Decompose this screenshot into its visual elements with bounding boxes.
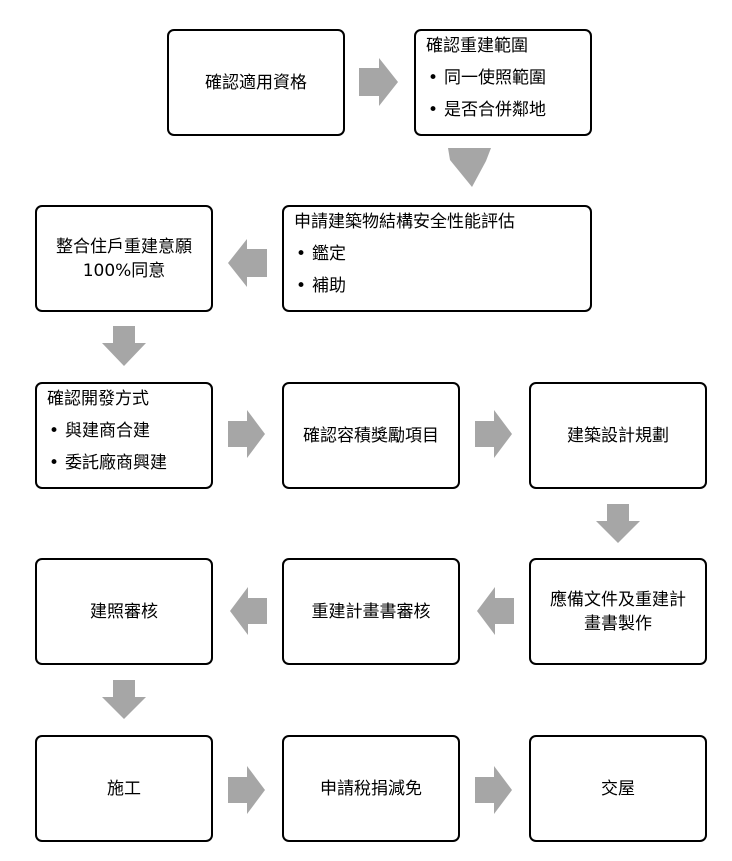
step-plan-review: 重建計畫書審核 <box>282 558 460 665</box>
arrow-down-left-2 <box>448 148 491 187</box>
step-title: 申請建築物結構安全性能評估 <box>294 212 515 232</box>
step-development-method: 確認開發方式 與建商合建 委託廠商興建 <box>35 382 213 489</box>
step-label: 整合住戶重建意願100%同意 <box>56 236 192 281</box>
bullet-item: 委託廠商興建 <box>47 451 201 475</box>
step-label: 施工 <box>107 778 141 799</box>
step-documents-preparation: 應備文件及重建計畫書製作 <box>529 558 707 665</box>
arrow-right-12 <box>475 766 512 814</box>
arrow-right-5 <box>228 410 265 458</box>
arrow-down-7 <box>596 504 640 543</box>
arrow-left-8 <box>477 587 514 635</box>
step-label: 建照審核 <box>90 601 158 622</box>
step-integrate-consent: 整合住戶重建意願100%同意 <box>35 205 213 312</box>
step-title: 確認重建範圍 <box>426 36 528 56</box>
step-label: 重建計畫書審核 <box>311 601 431 622</box>
step-building-permit-review: 建照審核 <box>35 558 213 665</box>
arrow-right-6 <box>475 410 512 458</box>
bullet-item: 補助 <box>294 274 580 298</box>
step-label: 申請稅捐減免 <box>320 778 422 799</box>
arrow-left-3 <box>228 239 267 287</box>
arrow-down-10 <box>102 680 146 719</box>
bullet-item: 同一使照範圍 <box>426 66 580 90</box>
arrow-right-11 <box>228 766 265 814</box>
arrow-left-9 <box>230 587 267 635</box>
step-floor-area-bonus: 確認容積獎勵項目 <box>282 382 460 489</box>
step-architectural-design: 建築設計規劃 <box>529 382 707 489</box>
step-construction: 施工 <box>35 735 213 842</box>
step-bullets: 鑑定 補助 <box>294 242 580 298</box>
step-label: 應備文件及重建計畫書製作 <box>550 589 686 634</box>
bullet-item: 與建商合建 <box>47 419 201 443</box>
step-label: 確認適用資格 <box>205 72 307 93</box>
step-label: 確認容積獎勵項目 <box>303 425 439 446</box>
step-confirm-rebuild-scope: 確認重建範圍 同一使照範圍 是否合併鄰地 <box>414 29 592 136</box>
step-bullets: 與建商合建 委託廠商興建 <box>47 419 201 475</box>
step-confirm-eligibility: 確認適用資格 <box>167 29 345 136</box>
arrow-right-1 <box>359 58 398 106</box>
bullet-item: 鑑定 <box>294 242 580 266</box>
bullet-item: 是否合併鄰地 <box>426 98 580 122</box>
step-handover: 交屋 <box>529 735 707 842</box>
step-title: 確認開發方式 <box>47 389 149 409</box>
step-bullets: 同一使照範圍 是否合併鄰地 <box>426 66 580 122</box>
arrow-down-4 <box>102 326 146 366</box>
step-label: 交屋 <box>601 778 635 799</box>
step-label: 建築設計規劃 <box>567 425 669 446</box>
step-structural-assessment: 申請建築物結構安全性能評估 鑑定 補助 <box>282 205 592 312</box>
step-tax-reduction: 申請稅捐減免 <box>282 735 460 842</box>
